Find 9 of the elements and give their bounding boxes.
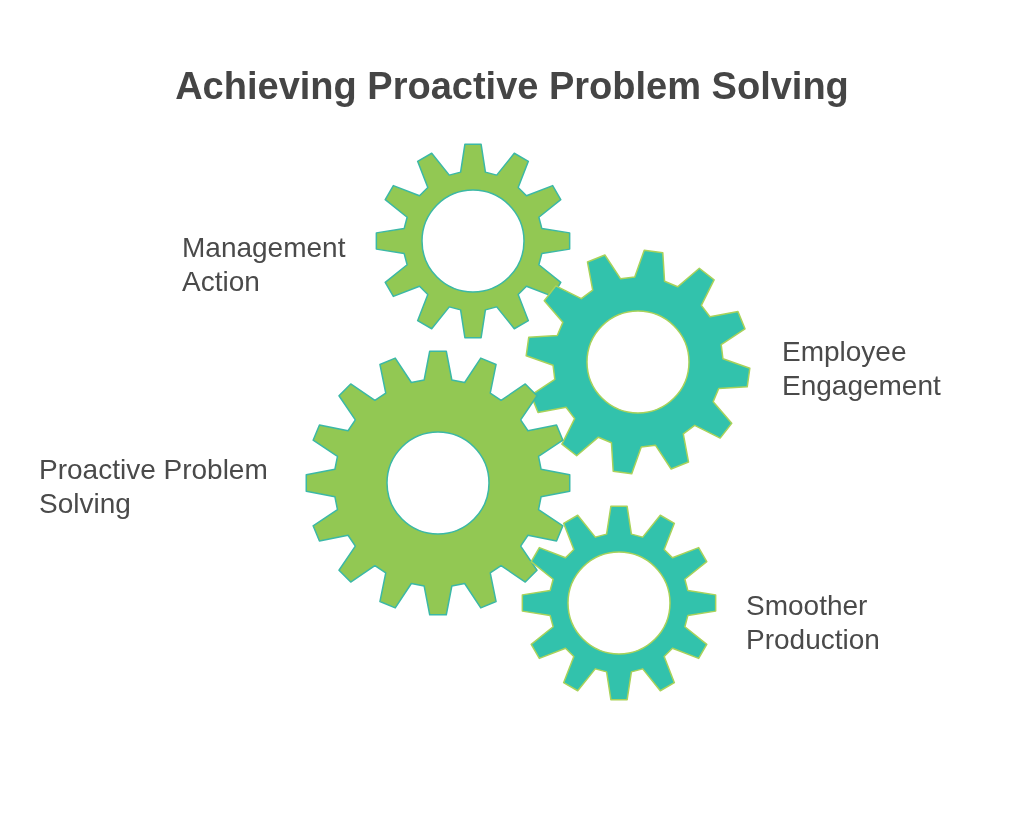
- gear-label: Smoother Production: [746, 589, 881, 657]
- gear: [524, 248, 752, 476]
- gear: [374, 142, 572, 340]
- gear-label: Employee Engagement: [782, 335, 942, 403]
- gear: [520, 504, 718, 702]
- gear: [304, 349, 572, 617]
- gear-label: Proactive Problem Solving: [39, 453, 269, 521]
- gear-label: Management Action: [182, 231, 347, 299]
- title: Achieving Proactive Problem Solving: [174, 64, 850, 109]
